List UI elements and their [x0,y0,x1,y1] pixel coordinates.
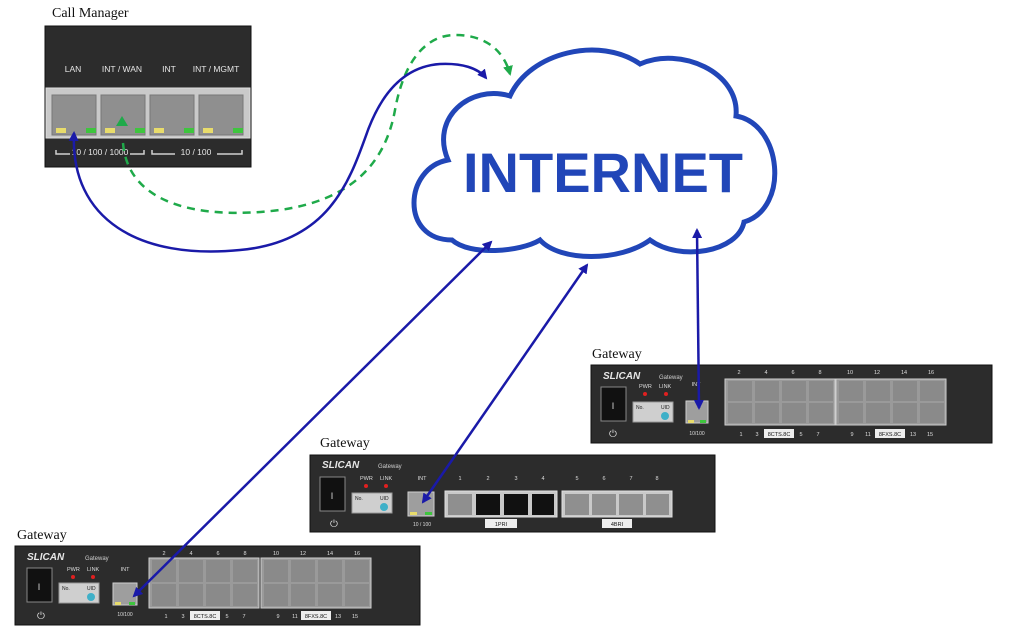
svg-text:I: I [612,401,615,411]
link-label: LINK [659,384,672,390]
svg-text:16: 16 [928,370,934,376]
module-label-8cts: 8CTS.8C [768,432,791,438]
svg-text:6: 6 [216,551,219,557]
brand-logo: SLICAN [27,552,65,563]
port-label-int-wan: INT / WAN [102,64,142,74]
svg-text:2: 2 [162,551,165,557]
gateway-left-device: SLICAN Gateway I ⏻ PWR LINK No. UID INT … [14,545,421,626]
int-speed-label: 10/100 [117,612,133,618]
speed-label-gigabit: 10 / 100 / 1000 [72,147,129,157]
svg-text:9: 9 [276,614,279,620]
svg-text:2: 2 [486,476,489,482]
power-switch [26,567,53,603]
svg-text:8: 8 [655,476,658,482]
svg-text:3: 3 [514,476,517,482]
module-label-4bri: 4BRI [611,522,624,528]
svg-text:14: 14 [901,370,907,376]
brand-subtitle: Gateway [85,556,109,562]
svg-text:12: 12 [874,370,880,376]
svg-text:2: 2 [737,370,740,376]
svg-text:12: 12 [300,551,306,557]
svg-text:6: 6 [791,370,794,376]
svg-text:6: 6 [602,476,605,482]
svg-text:I: I [38,582,41,592]
svg-text:15: 15 [927,432,933,438]
module-label-8fxs: 8FXS.8C [879,432,901,438]
module-label-8fxs: 8FXS.8C [305,614,327,620]
gateway-left-title: Gateway [17,528,67,543]
svg-text:7: 7 [816,432,819,438]
svg-text:1: 1 [164,614,167,620]
svg-text:13: 13 [335,614,341,620]
svg-text:8: 8 [818,370,821,376]
port-label-int: INT [162,64,176,74]
svg-text:5: 5 [575,476,578,482]
brand-subtitle: Gateway [659,375,683,381]
int-port [112,582,138,606]
svg-text:11: 11 [292,614,298,620]
pwr-label: PWR [360,476,373,482]
svg-text:15: 15 [352,614,358,620]
svg-text:5: 5 [225,614,228,620]
dashed-link-int-wan-to-internet [121,33,513,215]
link-gateway-right-to-internet [692,228,704,410]
int-label: INT [418,476,428,482]
int-speed-label: 10 / 100 [413,522,431,528]
svg-text:4: 4 [764,370,767,376]
svg-text:8: 8 [243,551,246,557]
power-icon: ⏻ [37,611,45,622]
svg-text:3: 3 [181,614,184,620]
power-switch [600,386,627,422]
call-manager-title: Call Manager [52,6,129,21]
int-label: INT [121,567,131,573]
uid-label: UID [661,405,670,411]
module-label-1pri: 1PRI [495,522,508,528]
pwr-label: PWR [639,384,652,390]
svg-text:9: 9 [850,432,853,438]
link-label: LINK [87,567,100,573]
svg-text:1: 1 [739,432,742,438]
svg-text:10: 10 [847,370,853,376]
gateway-right-device: SLICAN Gateway I ⏻ PWR LINK No. UID INT … [590,364,993,444]
brand-logo: SLICAN [322,460,360,471]
brand-logo: SLICAN [603,371,641,382]
svg-text:7: 7 [629,476,632,482]
svg-text:4: 4 [541,476,544,482]
gateway-right-title: Gateway [592,347,642,362]
pwr-label: PWR [67,567,80,573]
port-label-int-mgmt: INT / MGMT [193,64,240,74]
svg-text:14: 14 [327,551,333,557]
uid-label: UID [380,496,389,502]
svg-text:7: 7 [242,614,245,620]
svg-text:5: 5 [799,432,802,438]
svg-text:13: 13 [910,432,916,438]
module-label-8cts: 8CTS.8C [194,614,217,620]
int-port [685,400,709,424]
call-manager-device: LAN INT / WAN INT INT / MGMT 10 / 100 / … [44,25,252,168]
brand-subtitle: Gateway [378,464,402,470]
port-label-lan: LAN [65,64,82,74]
power-icon: ⏻ [330,519,338,530]
int-speed-label: 10/100 [689,431,705,437]
uid-label: UID [87,586,96,592]
power-icon: ⏻ [609,429,617,440]
link-label: LINK [380,476,393,482]
svg-text:1: 1 [458,476,461,482]
svg-text:I: I [331,491,334,501]
serial-label: No. [62,586,70,592]
serial-label: No. [355,496,363,502]
gateway-middle-device: SLICAN Gateway I ⏻ PWR LINK No. UID INT … [309,454,716,533]
link-gateway-left-to-internet [132,240,493,598]
internet-label: INTERNET [463,141,743,204]
svg-text:16: 16 [354,551,360,557]
svg-text:10: 10 [273,551,279,557]
serial-label: No. [636,405,644,411]
svg-text:4: 4 [189,551,192,557]
speed-label-fast: 10 / 100 [181,147,212,157]
svg-text:3: 3 [755,432,758,438]
svg-text:11: 11 [865,432,871,438]
internet-cloud: INTERNET [411,47,778,259]
link-lan-to-internet [68,62,488,253]
